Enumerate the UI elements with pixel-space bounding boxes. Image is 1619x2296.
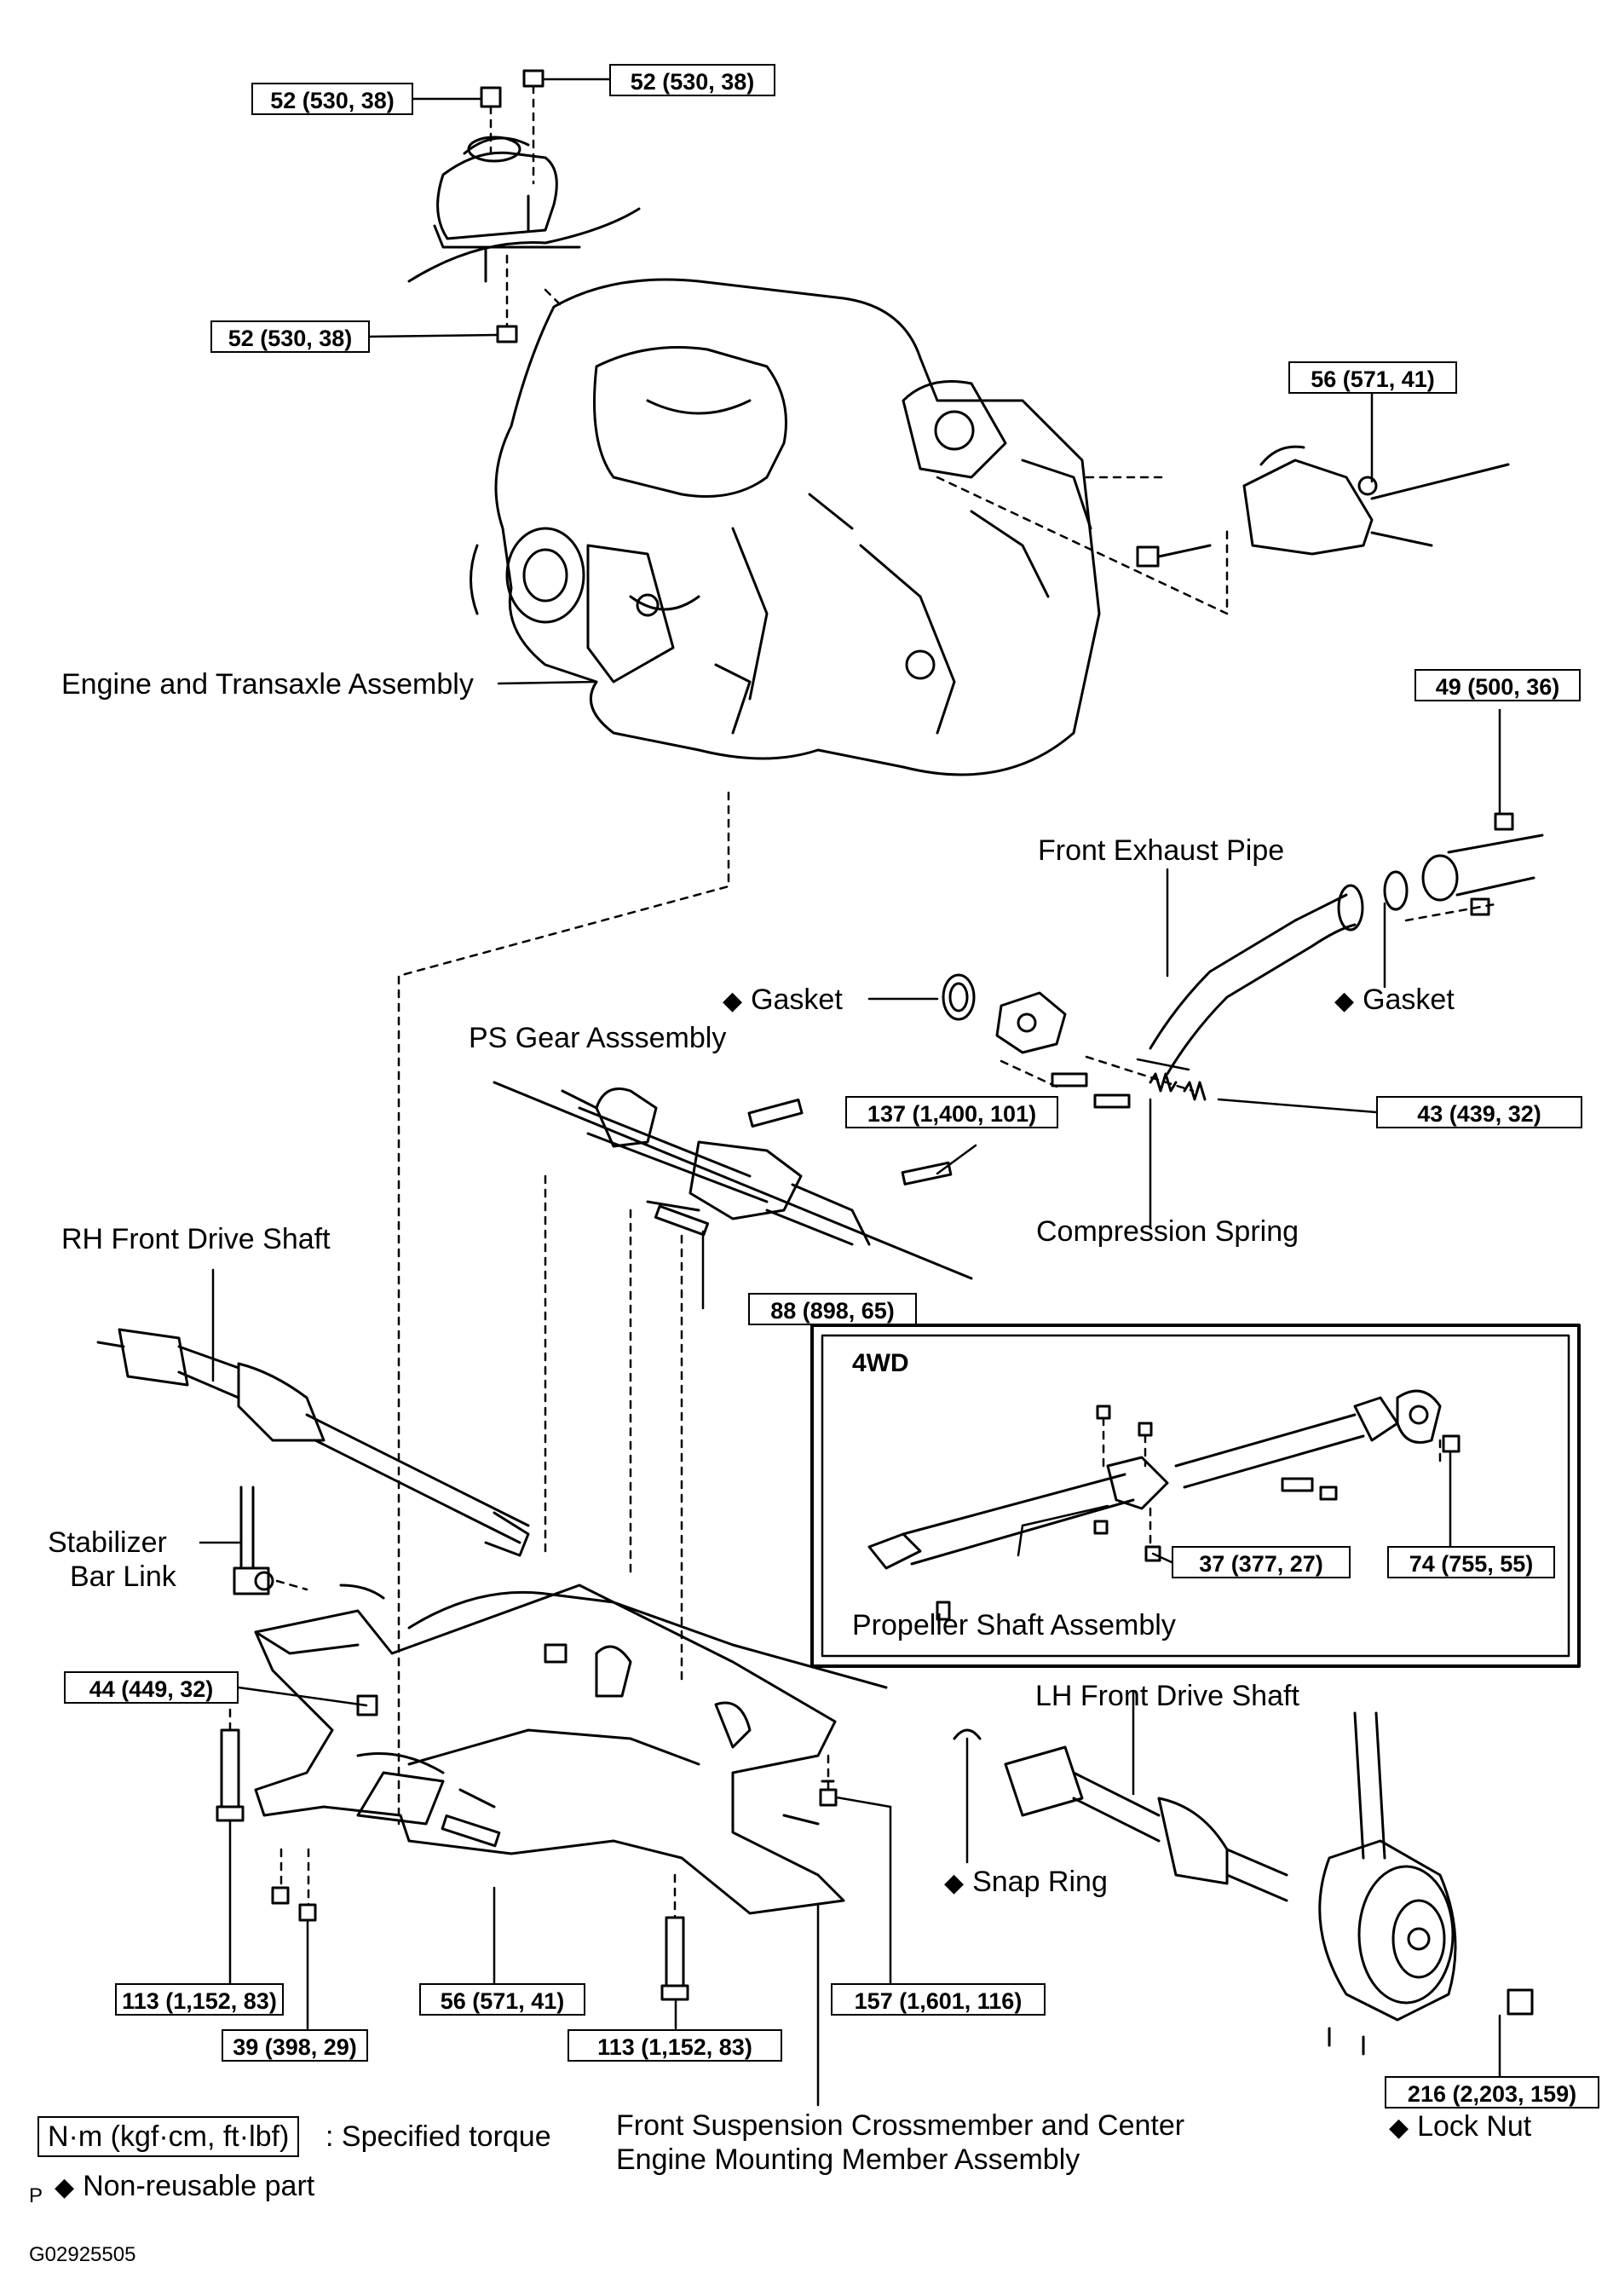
ps-gear-drawing [493,1081,973,1280]
rear-engine-mount [1136,445,1510,568]
torque-box-rear-mount: 56 (571, 41) [1288,361,1457,394]
front-exhaust-pipe-drawing [942,812,1544,1076]
leader-lines [199,78,1501,2107]
label-lh-front-drive-shaft: LH Front Drive Shaft [1035,1680,1299,1712]
exhaust-bolts-springs [1051,1072,1207,1109]
engine-transaxle-drawing [470,278,1101,776]
rh-front-drive-shaft-drawing [96,1328,530,1557]
non-reusable-diamond-icon: ◆ [1334,987,1355,1015]
torque-box-mount-right: 52 (530, 38) [609,64,775,96]
torque-box-prop-bearing: 37 (377, 27) [1172,1546,1351,1578]
torque-box-ps-lower: 88 (898, 65) [748,1293,917,1325]
label-stabilizer: Stabilizer [48,1526,167,1559]
non-reusable-diamond-icon: ◆ [55,2173,75,2201]
label-front-exhaust-pipe: Front Exhaust Pipe [1038,834,1285,867]
diagram-id: G02925505 [29,2243,136,2266]
torque-box-cross-front: 113 (1,152, 83) [115,1983,284,2016]
label-engine-transaxle-assembly: Engine and Transaxle Assembly [61,668,474,701]
torque-box-mount-left: 52 (530, 38) [251,83,413,115]
torque-box-lock-nut: 216 (2,203, 159) [1385,2076,1599,2109]
legend-non-reusable: ◆Non-reusable part [55,2169,314,2205]
torque-box-cross-mid: 56 (571, 41) [419,1983,585,2016]
torque-box-cross-small: 39 (398, 29) [222,2029,368,2062]
torque-box-exhaust-flange: 49 (500, 36) [1414,669,1581,701]
label-crossmember-line1: Front Suspension Crossmember and Center [616,2109,1185,2142]
upper-engine-mount [407,136,641,283]
label-compression-spring: Compression Spring [1036,1215,1299,1248]
lh-front-drive-shaft-drawing [953,1728,1288,1902]
engine-dashed-guides [397,476,1229,1826]
steering-knuckle-hub-drawing [1318,1711,1534,2056]
label-crossmember-line2: Engine Mounting Member Assembly [616,2143,1080,2176]
inset-title-4wd: 4WD [852,1349,909,1377]
mount-dashed-guides [489,84,564,328]
label-snap-ring: ◆Snap Ring [944,1865,1108,1901]
non-reusable-diamond-icon: ◆ [1389,2114,1409,2142]
crossmember-drawing [254,1584,951,1915]
exhaust-dashed-guides [1000,902,1501,1093]
inset-dashed-guides [1102,1416,1442,1549]
label-gasket-left: ◆Gasket [723,983,843,1018]
crossmember-dashed-guides [228,1579,830,1919]
torque-box-prop-flange: 74 (755, 55) [1387,1546,1555,1578]
torque-box-ps-gear: 137 (1,400, 101) [845,1096,1058,1128]
propeller-shaft-drawing [867,1389,1461,1570]
label-rh-front-drive-shaft: RH Front Drive Shaft [61,1223,331,1255]
torque-box-spring-bolt: 43 (439, 32) [1376,1096,1582,1128]
torque-box-cross-rear: 157 (1,601, 116) [831,1983,1046,2016]
inset-frame-4wd [810,1324,1581,1668]
torque-box-stabilizer: 44 (449, 32) [64,1671,239,1704]
legend-p-mark: P [29,2184,43,2207]
legend-unit-box: N·m (kgf·cm, ft·lbf) [37,2116,300,2157]
label-bar-link: Bar Link [70,1560,176,1593]
ps-dashed-guides [544,1174,683,1681]
non-reusable-diamond-icon: ◆ [723,987,743,1015]
label-lock-nut: ◆Lock Nut [1389,2109,1531,2145]
inset-inner-frame [821,1334,1570,1658]
stabilizer-bar-link-drawing [233,1485,274,1595]
torque-box-cross-center: 113 (1,152, 83) [568,2029,782,2062]
non-reusable-diamond-icon: ◆ [944,1869,965,1897]
label-propeller-shaft-assembly: Propeller Shaft Assembly [852,1609,1176,1641]
legend-specified-torque: : Specified torque [326,2120,551,2153]
torque-box-mount-lower: 52 (530, 38) [210,320,370,353]
label-ps-gear-assembly: PS Gear Asssembly [469,1022,727,1054]
label-gasket-right: ◆Gasket [1334,983,1455,1018]
